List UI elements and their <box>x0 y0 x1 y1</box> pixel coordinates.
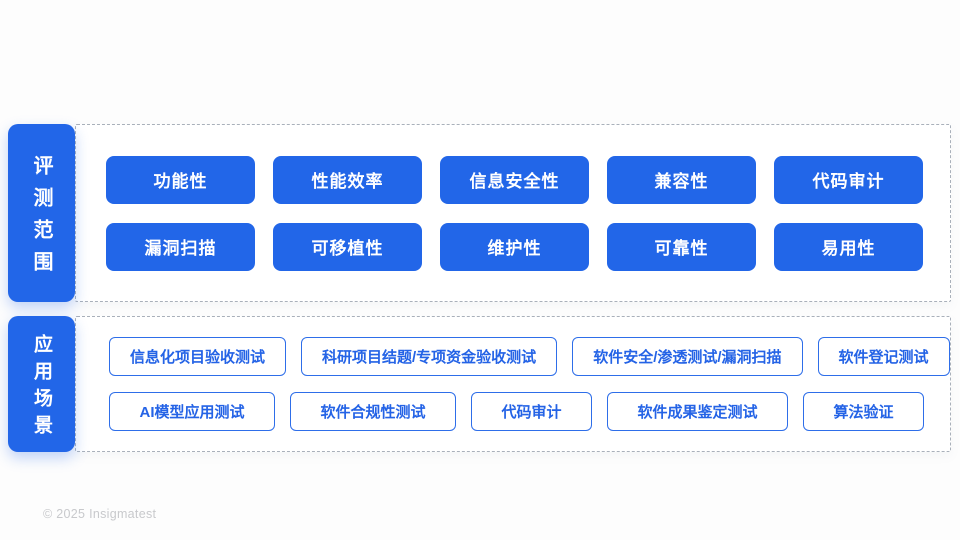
scope-button-maintainability[interactable]: 维护性 <box>440 222 589 271</box>
evaluation-scope-panel: 功能性 性能效率 信息安全性 兼容性 代码审计 漏洞扫描 可移植性 维护性 可靠… <box>75 124 951 302</box>
evaluation-scope-label: 评测范围 <box>8 124 75 302</box>
scope-button-functionality[interactable]: 功能性 <box>106 155 255 204</box>
scenario-button-ai-model-application-test[interactable]: AI模型应用测试 <box>109 392 275 431</box>
evaluation-scope-label-text: 评测范围 <box>30 155 52 283</box>
scenario-row-1: 信息化项目验收测试 科研项目结题/专项资金验收测试 软件安全/渗透测试/漏洞扫描… <box>109 337 950 376</box>
scenario-button-software-achievement-appraisal-test[interactable]: 软件成果鉴定测试 <box>607 392 788 431</box>
copyright-text: © 2025 Insigmatest <box>43 507 157 521</box>
scenario-button-software-compliance-test[interactable]: 软件合规性测试 <box>290 392 456 431</box>
scope-button-code-audit[interactable]: 代码审计 <box>774 155 923 204</box>
scope-button-vulnerability-scan[interactable]: 漏洞扫描 <box>106 222 255 271</box>
scope-button-compatibility[interactable]: 兼容性 <box>607 155 756 204</box>
scenario-row-2: AI模型应用测试 软件合规性测试 代码审计 软件成果鉴定测试 算法验证 <box>109 392 924 431</box>
scenario-button-code-audit[interactable]: 代码审计 <box>471 392 592 431</box>
scope-button-performance-efficiency[interactable]: 性能效率 <box>273 155 422 204</box>
scenario-button-algorithm-verification[interactable]: 算法验证 <box>803 392 924 431</box>
scenario-button-software-registration-test[interactable]: 软件登记测试 <box>817 337 950 376</box>
application-scenarios-label: 应用场景 <box>8 316 75 452</box>
scope-button-portability[interactable]: 可移植性 <box>273 222 422 271</box>
scope-row-1: 功能性 性能效率 信息安全性 兼容性 代码审计 <box>106 155 923 204</box>
application-scenarios-panel: 信息化项目验收测试 科研项目结题/专项资金验收测试 软件安全/渗透测试/漏洞扫描… <box>75 316 951 452</box>
scenario-button-research-project-fund-acceptance-test[interactable]: 科研项目结题/专项资金验收测试 <box>301 337 558 376</box>
scope-button-information-security[interactable]: 信息安全性 <box>440 155 589 204</box>
scenario-button-security-penetration-vulnerability-test[interactable]: 软件安全/渗透测试/漏洞扫描 <box>572 337 803 376</box>
scope-button-usability[interactable]: 易用性 <box>774 222 923 271</box>
section-application-scenarios: 信息化项目验收测试 科研项目结题/专项资金验收测试 软件安全/渗透测试/漏洞扫描… <box>8 316 951 452</box>
scenario-button-informatization-acceptance-test[interactable]: 信息化项目验收测试 <box>109 337 287 376</box>
scope-button-reliability[interactable]: 可靠性 <box>607 222 756 271</box>
application-scenarios-label-text: 应用场景 <box>31 334 52 442</box>
scope-row-2: 漏洞扫描 可移植性 维护性 可靠性 易用性 <box>106 222 923 271</box>
section-evaluation-scope: 功能性 性能效率 信息安全性 兼容性 代码审计 漏洞扫描 可移植性 维护性 可靠… <box>8 124 951 302</box>
